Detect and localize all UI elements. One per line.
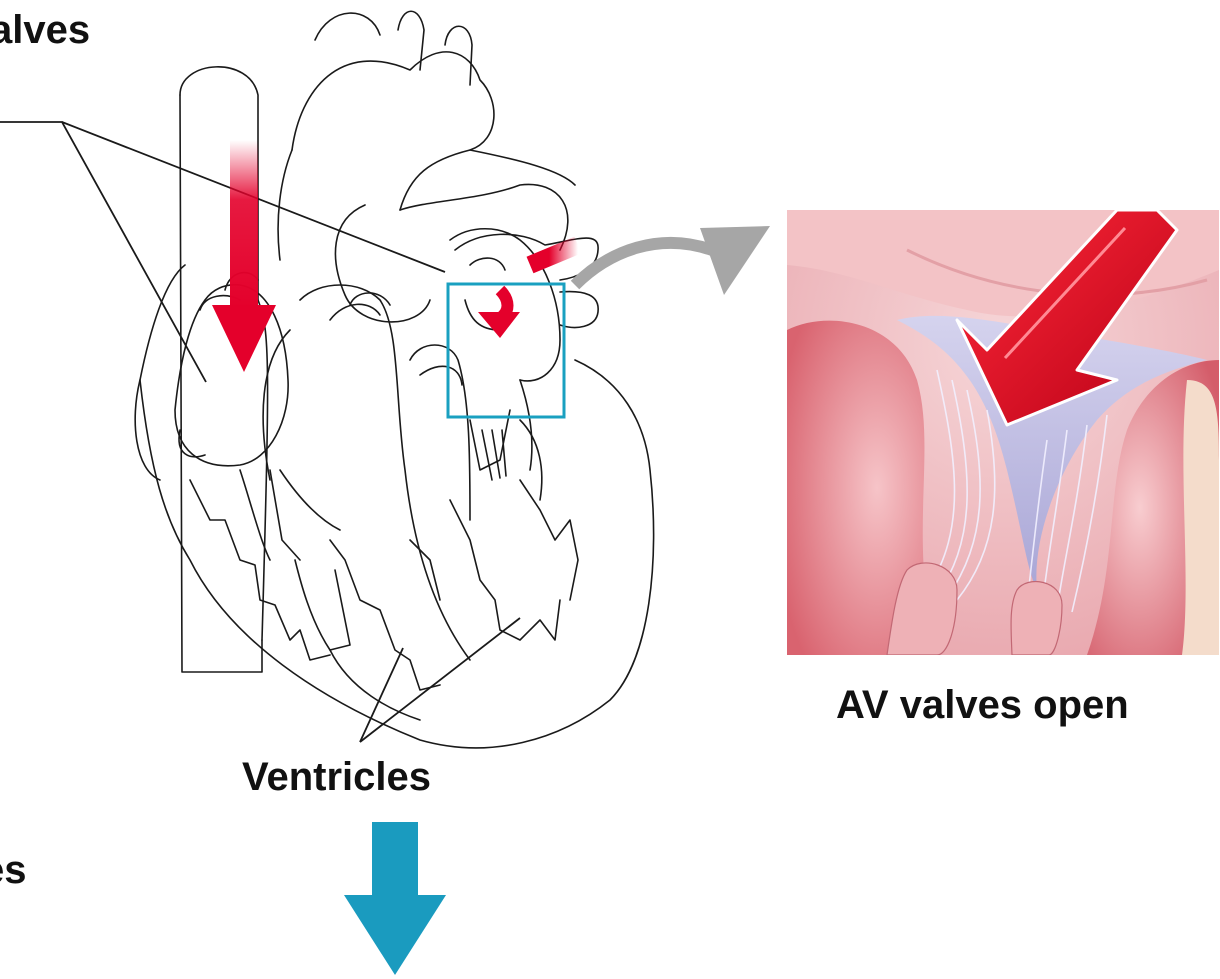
aortic-arch [292,52,494,210]
leader-line-atrium-right [0,122,206,382]
leader-line-ventricle-left [360,618,520,742]
leader-line-ventricle-right [360,648,403,742]
arrow-down-icon [344,822,446,975]
av-valve-illustration [787,210,1219,655]
curved-arrow-icon [575,226,770,295]
